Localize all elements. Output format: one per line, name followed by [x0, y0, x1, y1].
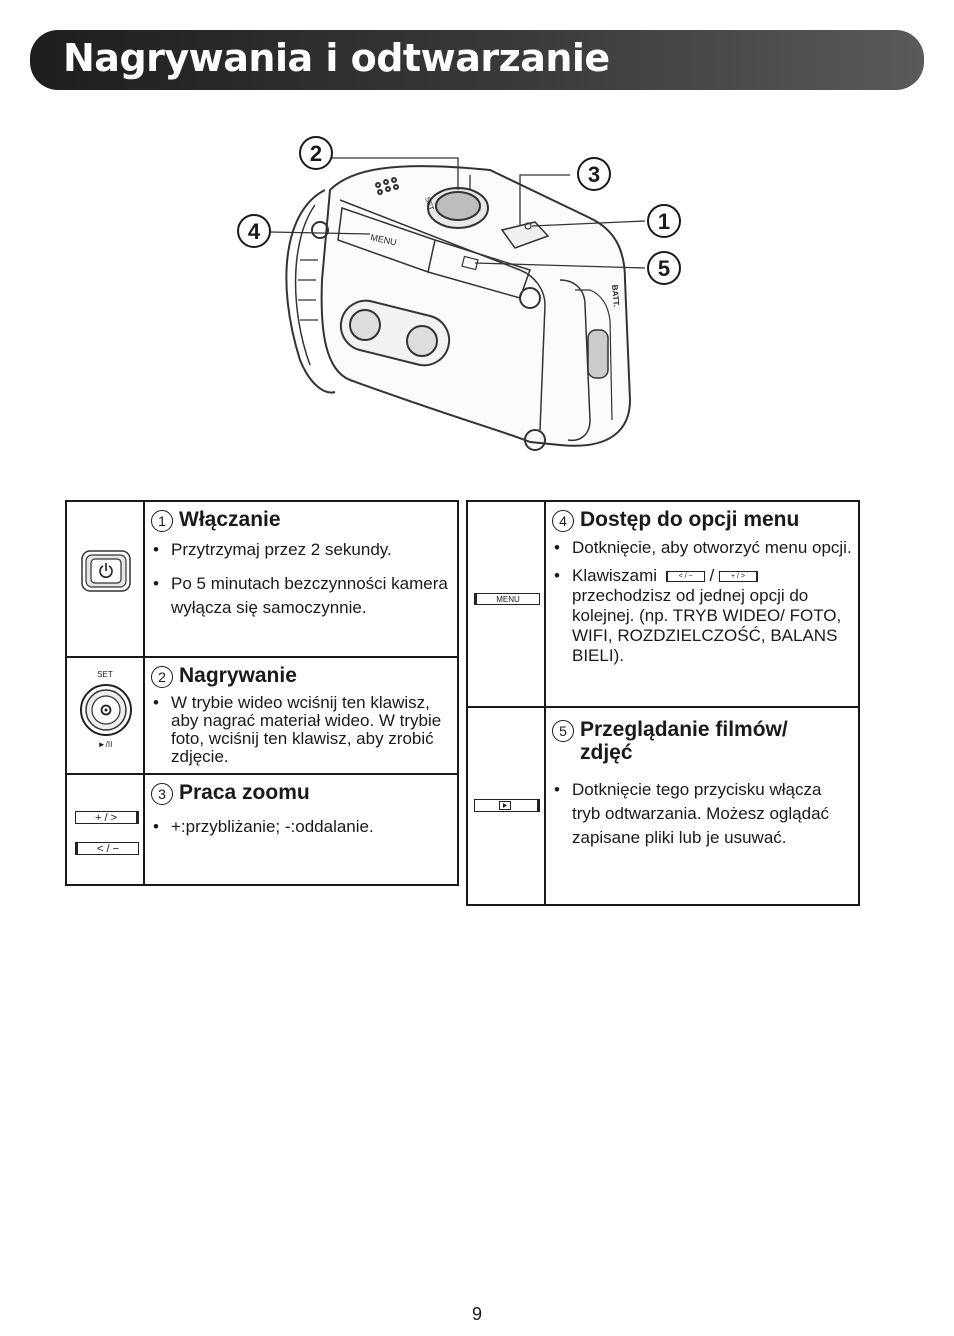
key-separator: /	[709, 566, 715, 585]
text-cell: 2 Nagrywanie W trybie wideo wciśnij ten …	[145, 658, 457, 773]
set-button-icon	[80, 684, 132, 736]
callout-4: 4	[248, 219, 261, 244]
text-cell: 5 Przeglądanie filmów/ zdjęć Dotknięcie …	[546, 708, 858, 904]
list-item: Dotknięcie, aby otworzyć menu opcji.	[552, 538, 852, 558]
list-item: +:przybliżanie; -:oddalanie.	[151, 817, 451, 837]
callout-5: 5	[658, 256, 670, 281]
callout-2: 2	[310, 141, 322, 166]
set-label: SET	[97, 670, 113, 679]
section-heading: 2 Nagrywanie	[151, 664, 451, 688]
section-title: Nagrywanie	[179, 664, 297, 687]
bullet-text: Klawiszami	[572, 566, 658, 585]
icon-cell: + / > < / −	[67, 775, 145, 884]
bullet-list: W trybie wideo wciśnij ten klawisz, aby …	[151, 694, 451, 766]
section-heading: 3 Praca zoomu	[151, 781, 451, 805]
icon-cell	[67, 502, 145, 656]
section-number: 4	[552, 510, 574, 532]
section-title: Dostęp do opcji menu	[580, 508, 800, 531]
table-row: 1 Włączanie Przytrzymaj przez 2 sekundy.…	[67, 502, 457, 658]
section-title: Włączanie	[179, 508, 281, 531]
play-triangle-icon	[499, 801, 511, 810]
page-number: 9	[471, 1304, 482, 1324]
power-button-icon	[81, 550, 131, 592]
key-label: + / >	[730, 573, 745, 581]
right-table: MENU 4 Dostęp do opcji menu Dotknięcie, …	[466, 500, 860, 906]
text-cell: 3 Praca zoomu +:przybliżanie; -:oddalani…	[145, 775, 457, 884]
callout-3: 3	[588, 162, 600, 187]
title-banner: Nagrywania i odtwarzanie	[30, 30, 924, 90]
page-title: Nagrywania i odtwarzanie	[63, 36, 610, 80]
callout-1: 1	[658, 209, 670, 234]
zoom-out-key-icon: < / −	[665, 571, 705, 583]
icon-cell	[468, 708, 546, 904]
zoom-in-button-icon: + / >	[75, 811, 139, 824]
section-number: 2	[151, 666, 173, 688]
bullet-list: +:przybliżanie; -:oddalanie.	[151, 817, 451, 837]
zoom-out-button-icon: < / −	[75, 842, 139, 855]
table-row: + / > < / − 3 Praca zoomu +:przybliżanie…	[67, 775, 457, 884]
table-row: MENU 4 Dostęp do opcji menu Dotknięcie, …	[468, 502, 858, 708]
bullet-list: Przytrzymaj przez 2 sekundy. Po 5 minuta…	[151, 538, 451, 620]
play-pause-label: ►/II	[97, 740, 113, 749]
list-item: Po 5 minutach bezczynności kamera wyłącz…	[151, 572, 451, 620]
zoom-in-label: + / >	[94, 812, 118, 824]
section-title: Przeglądanie filmów/ zdjęć	[580, 718, 788, 764]
section-number: 1	[151, 510, 173, 532]
icon-cell: MENU	[468, 502, 546, 706]
icon-cell: SET ►/II	[67, 658, 145, 773]
list-item: Przytrzymaj przez 2 sekundy.	[151, 538, 451, 562]
bullet-list: Dotknięcie tego przycisku włącza tryb od…	[552, 778, 852, 850]
text-cell: 1 Włączanie Przytrzymaj przez 2 sekundy.…	[145, 502, 457, 656]
section-title: Praca zoomu	[179, 781, 310, 804]
table-row: SET ►/II 2 Nagrywanie W trybie wideo wci…	[67, 658, 457, 775]
section-heading: 5 Przeglądanie filmów/ zdjęć	[552, 718, 852, 764]
menu-button-icon: MENU	[474, 593, 540, 605]
section-number: 5	[552, 720, 574, 742]
section-number: 3	[151, 783, 173, 805]
text-cell: 4 Dostęp do opcji menu Dotknięcie, aby o…	[546, 502, 858, 706]
list-item: Klawiszami < / − / + / > przechodzisz od…	[552, 566, 852, 666]
left-table: 1 Włączanie Przytrzymaj przez 2 sekundy.…	[65, 500, 459, 886]
bullet-list: Dotknięcie, aby otworzyć menu opcji. Kla…	[552, 538, 852, 666]
list-item: W trybie wideo wciśnij ten klawisz, aby …	[151, 694, 451, 766]
table-row: 5 Przeglądanie filmów/ zdjęć Dotknięcie …	[468, 708, 858, 904]
menu-button-label: MENU	[496, 595, 520, 604]
key-label: < / −	[678, 573, 693, 581]
batt-text-on-camera: BATT.	[610, 284, 621, 307]
camera-illustration: MENU SET BATT. 2 3 1 4 5	[237, 136, 681, 451]
section-heading: 1 Włączanie	[151, 508, 451, 532]
zoom-out-label: < / −	[96, 843, 120, 855]
section-heading: 4 Dostęp do opcji menu	[552, 508, 852, 532]
list-item: Dotknięcie tego przycisku włącza tryb od…	[552, 778, 852, 850]
play-button-icon	[474, 799, 540, 812]
zoom-in-key-icon: + / >	[718, 571, 758, 583]
bullet-text: przechodzisz od jednej opcji do kolejnej…	[572, 586, 842, 665]
set-text-on-camera: SET	[423, 196, 434, 212]
